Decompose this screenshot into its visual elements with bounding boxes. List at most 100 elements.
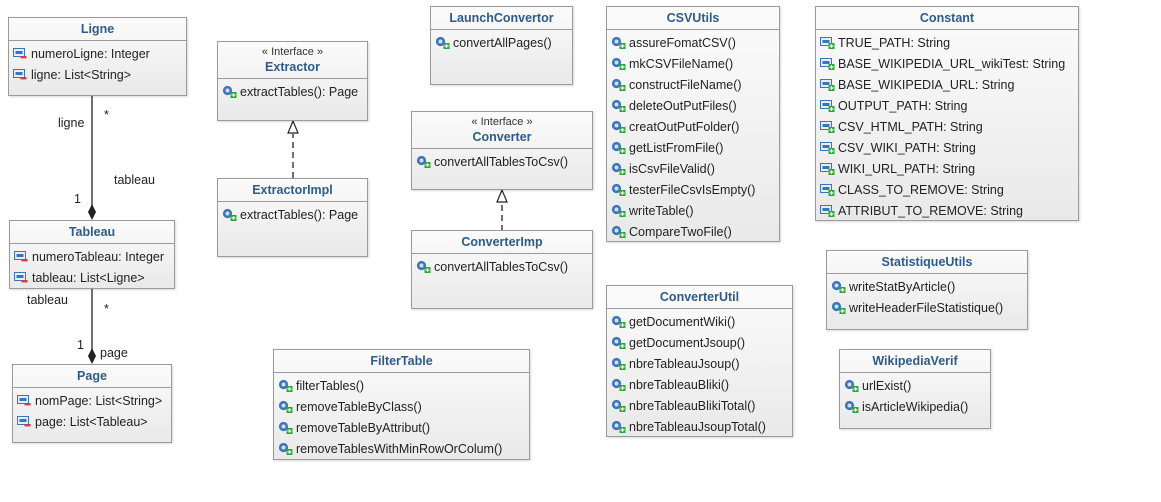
method-row[interactable]: testerFileCsvIsEmpty() bbox=[611, 179, 775, 200]
attribute-row[interactable]: page: List<Tableau> bbox=[17, 411, 167, 432]
class-ligne[interactable]: Ligne numeroLigne: Integer ligne: List<St… bbox=[8, 17, 187, 96]
class-name: FilterTable bbox=[370, 354, 433, 368]
method-row[interactable]: deleteOutPutFiles() bbox=[611, 95, 775, 116]
field-public-icon bbox=[820, 36, 835, 49]
method-signature: isCsvFileValid() bbox=[629, 161, 715, 176]
method-public-icon bbox=[278, 400, 293, 413]
method-public-icon bbox=[222, 208, 237, 221]
method-row[interactable]: extractTables(): Page bbox=[222, 81, 363, 102]
class-name: Ligne bbox=[80, 22, 115, 36]
method-public-icon bbox=[611, 57, 626, 70]
attribute-row[interactable]: CSV_WIKI_PATH: String bbox=[820, 137, 1074, 158]
method-row[interactable]: filterTables() bbox=[278, 375, 525, 396]
method-row[interactable]: removeTableByAttribut() bbox=[278, 417, 525, 438]
method-row[interactable]: convertAllPages() bbox=[435, 32, 568, 53]
class-filter-table[interactable]: FilterTable filterTables()removeTableByC… bbox=[273, 349, 530, 460]
method-signature: assureFomatCSV() bbox=[629, 35, 736, 50]
attribute-signature: CSV_WIKI_PATH: String bbox=[838, 140, 976, 155]
field-public-icon bbox=[820, 57, 835, 70]
method-public-icon bbox=[611, 183, 626, 196]
method-signature: CompareTwoFile() bbox=[629, 224, 732, 239]
method-signature: constructFileName() bbox=[629, 77, 742, 92]
method-row[interactable]: convertAllTablesToCsv() bbox=[416, 151, 588, 172]
method-row[interactable]: convertAllTablesToCsv() bbox=[416, 256, 588, 277]
role-label-tableau: tableau bbox=[114, 173, 156, 187]
class-converter-imp[interactable]: ConverterImp convertAllTablesToCsv() bbox=[411, 230, 593, 309]
method-list: extractTables(): Page bbox=[218, 79, 367, 102]
class-wikipedia-verif[interactable]: WikipediaVerif urlExist()isArticleWikipe… bbox=[839, 349, 991, 429]
method-signature: getDocumentWiki() bbox=[629, 314, 736, 329]
method-public-icon bbox=[611, 399, 626, 412]
attribute-row[interactable]: ligne: List<String> bbox=[13, 64, 182, 85]
method-row[interactable]: getListFromFile() bbox=[611, 137, 775, 158]
method-row[interactable]: nbreTableauJsoupTotal() bbox=[611, 416, 788, 437]
attribute-signature: ligne: List<String> bbox=[31, 67, 132, 82]
method-public-icon bbox=[611, 78, 626, 91]
field-private-icon bbox=[17, 415, 32, 428]
attribute-row[interactable]: OUTPUT_PATH: String bbox=[820, 95, 1074, 116]
attribute-row[interactable]: CSV_HTML_PATH: String bbox=[820, 116, 1074, 137]
attribute-row[interactable]: TRUE_PATH: String bbox=[820, 32, 1074, 53]
interface-extractor[interactable]: « Interface » Extractor extractTables():… bbox=[217, 41, 368, 121]
attribute-row[interactable]: numeroTableau: Integer bbox=[14, 246, 170, 267]
attribute-row[interactable]: nomPage: List<String> bbox=[17, 390, 167, 411]
class-name: ConverterImp bbox=[461, 235, 543, 249]
method-row[interactable]: getDocumentJsoup() bbox=[611, 332, 788, 353]
method-row[interactable]: removeTablesWithMinRowOrColum() bbox=[278, 438, 525, 459]
interface-converter[interactable]: « Interface » Converter convertAllTables… bbox=[411, 111, 593, 190]
method-row[interactable]: CompareTwoFile() bbox=[611, 221, 775, 242]
method-row[interactable]: removeTableByClass() bbox=[278, 396, 525, 417]
attribute-signature: BASE_WIKIPEDIA_URL_wikiTest: String bbox=[838, 56, 1066, 71]
method-row[interactable]: writeStatByArticle() bbox=[831, 276, 1023, 297]
class-statistique-utils[interactable]: StatistiqueUtils writeStatByArticle()wri… bbox=[826, 250, 1028, 330]
field-private-icon bbox=[13, 47, 28, 60]
method-row[interactable]: isCsvFileValid() bbox=[611, 158, 775, 179]
attribute-row[interactable]: WIKI_URL_PATH: String bbox=[820, 158, 1074, 179]
method-row[interactable]: extractTables(): Page bbox=[222, 204, 363, 225]
method-public-icon bbox=[611, 336, 626, 349]
attribute-signature: ATTRIBUT_TO_REMOVE: String bbox=[838, 203, 1023, 218]
attribute-row[interactable]: BASE_WIKIPEDIA_URL: String bbox=[820, 74, 1074, 95]
method-row[interactable]: nbreTableauBliki() bbox=[611, 374, 788, 395]
class-name: Converter bbox=[472, 130, 532, 144]
class-converter-util[interactable]: ConverterUtil getDocumentWiki()getDocume… bbox=[606, 285, 793, 437]
method-row[interactable]: nbreTableauBlikiTotal() bbox=[611, 395, 788, 416]
attribute-signature: WIKI_URL_PATH: String bbox=[838, 161, 976, 176]
method-public-icon bbox=[611, 141, 626, 154]
class-name: CSVUtils bbox=[666, 11, 720, 25]
method-row[interactable]: isArticleWikipedia() bbox=[844, 396, 986, 417]
method-row[interactable]: urlExist() bbox=[844, 375, 986, 396]
attribute-signature: BASE_WIKIPEDIA_URL: String bbox=[838, 77, 1015, 92]
attribute-signature: TRUE_PATH: String bbox=[838, 35, 951, 50]
method-row[interactable]: constructFileName() bbox=[611, 74, 775, 95]
method-signature: deleteOutPutFiles() bbox=[629, 98, 737, 113]
method-row[interactable]: writeTable() bbox=[611, 200, 775, 221]
class-launch-convertor[interactable]: LaunchConvertor convertAllPages() bbox=[430, 6, 573, 85]
method-row[interactable]: getDocumentWiki() bbox=[611, 311, 788, 332]
attribute-row[interactable]: BASE_WIKIPEDIA_URL_wikiTest: String bbox=[820, 53, 1074, 74]
method-list: extractTables(): Page bbox=[218, 202, 367, 225]
method-row[interactable]: mkCSVFileName() bbox=[611, 53, 775, 74]
class-name: StatistiqueUtils bbox=[881, 255, 973, 269]
attribute-row[interactable]: numeroLigne: Integer bbox=[13, 43, 182, 64]
method-row[interactable]: nbreTableauJsoup() bbox=[611, 353, 788, 374]
class-page[interactable]: Page nomPage: List<String>page: List<Tab… bbox=[12, 364, 172, 443]
method-row[interactable]: assureFomatCSV() bbox=[611, 32, 775, 53]
class-csv-utils[interactable]: CSVUtils assureFomatCSV() mkCSVFileName()… bbox=[606, 6, 780, 242]
method-signature: nbreTableauBlikiTotal() bbox=[629, 398, 756, 413]
field-public-icon bbox=[820, 204, 835, 217]
class-name: LaunchConvertor bbox=[449, 11, 554, 25]
method-public-icon bbox=[416, 155, 431, 168]
attribute-row[interactable]: ATTRIBUT_TO_REMOVE: String bbox=[820, 200, 1074, 221]
method-row[interactable]: creatOutPutFolder() bbox=[611, 116, 775, 137]
method-public-icon bbox=[844, 400, 859, 413]
class-extractor-impl[interactable]: ExtractorImpl extractTables(): Page bbox=[217, 178, 368, 257]
attribute-row[interactable]: CLASS_TO_REMOVE: String bbox=[820, 179, 1074, 200]
attribute-row[interactable]: tableau: List<Ligne> bbox=[14, 267, 170, 288]
method-row[interactable]: writeHeaderFileStatistique() bbox=[831, 297, 1023, 318]
class-name: ExtractorImpl bbox=[252, 183, 333, 197]
field-public-icon bbox=[820, 141, 835, 154]
